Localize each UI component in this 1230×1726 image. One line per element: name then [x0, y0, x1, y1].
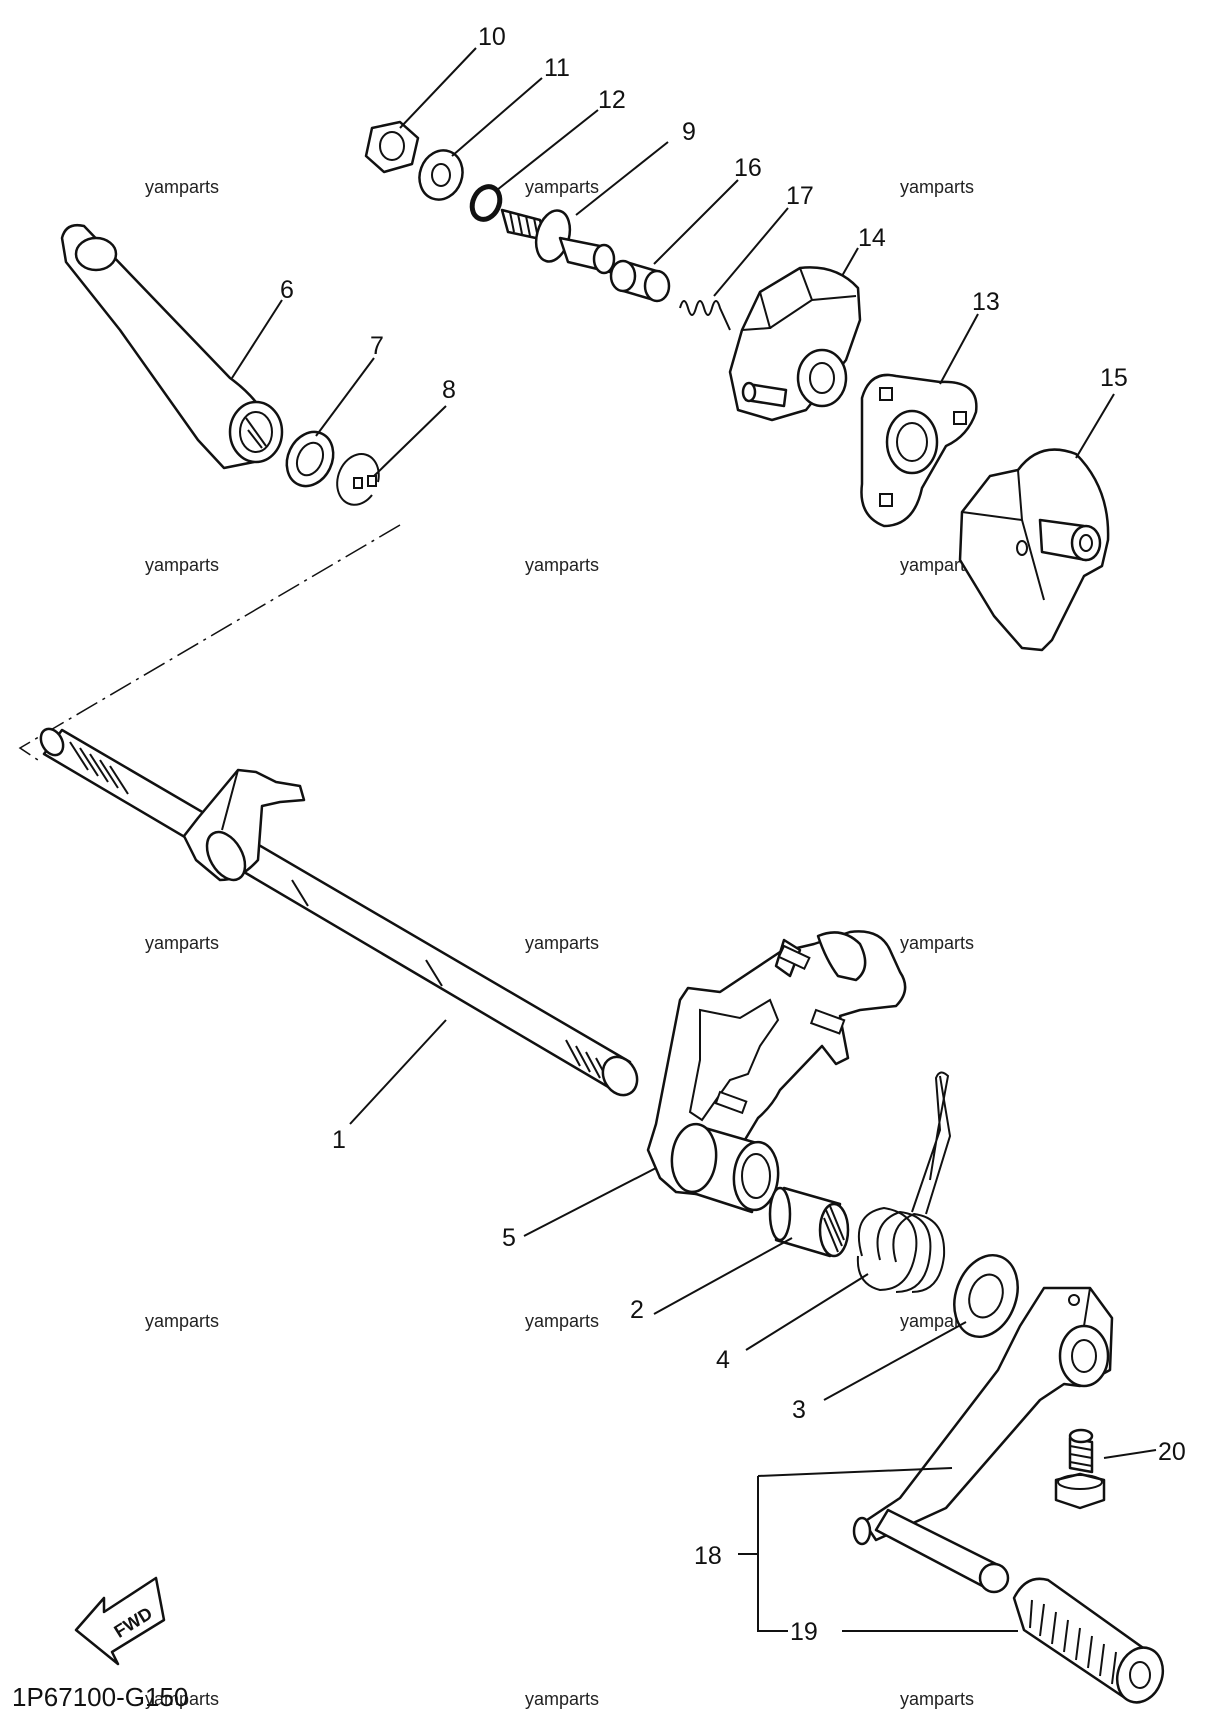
watermark: yamparts	[145, 555, 219, 575]
callout-10: 10	[478, 23, 506, 51]
part-5-shift-lever	[646, 930, 907, 1214]
callout-7: 7	[370, 332, 384, 360]
part-11-washer	[418, 149, 464, 201]
callout-1: 1	[332, 1126, 346, 1154]
callout-18: 18	[694, 1542, 722, 1570]
forward-arrow-icon: FWD	[74, 1576, 166, 1666]
callout-2: 2	[630, 1296, 644, 1324]
callouts: 10 11 12 9 16 17 14 13 15 6 7 8 1 5 2 4 …	[280, 23, 1186, 1646]
watermark: yamparts	[145, 177, 219, 197]
callout-20: 20	[1158, 1438, 1186, 1466]
callout-11: 11	[544, 54, 570, 82]
watermark: yamparts	[145, 933, 219, 953]
callout-13: 13	[972, 288, 1000, 316]
watermark: yamparts	[145, 1689, 219, 1709]
callout-12: 12	[598, 86, 626, 114]
part-4-spring	[856, 1071, 952, 1293]
part-17-spring	[679, 300, 731, 331]
part-7-washer	[285, 430, 335, 488]
watermark: yamparts	[145, 1311, 219, 1331]
watermark: yamparts	[900, 555, 974, 575]
part-18-shift-pedal	[852, 1286, 1114, 1594]
callout-15: 15	[1100, 364, 1128, 392]
diagram-code: 1P67100-G150	[12, 1682, 188, 1712]
part-19-rubber	[1012, 1577, 1165, 1704]
watermark: yamparts	[900, 933, 974, 953]
callout-19: 19	[790, 1618, 818, 1646]
watermark: yamparts	[900, 1689, 974, 1709]
part-1-shift-shaft	[39, 727, 639, 1097]
callout-9: 9	[682, 118, 696, 146]
part-15-segment	[958, 448, 1110, 652]
part-2-bearing	[768, 1186, 850, 1258]
watermark: yamparts	[525, 1311, 599, 1331]
callout-4: 4	[716, 1346, 730, 1374]
callout-14: 14	[858, 224, 886, 252]
callout-17: 17	[786, 182, 814, 210]
part-6-shift-arm	[60, 224, 284, 470]
watermark: yamparts	[525, 933, 599, 953]
leader-lines	[231, 47, 1157, 1632]
callout-8: 8	[442, 376, 456, 404]
part-12-o-ring	[469, 184, 503, 222]
part-3-oil-seal	[953, 1253, 1019, 1339]
watermark: yamparts	[525, 177, 599, 197]
part-8-circlip	[336, 453, 380, 506]
part-20-bolt	[1054, 1428, 1106, 1510]
callout-3: 3	[792, 1396, 806, 1424]
watermark: yamparts	[900, 177, 974, 197]
part-16-collar	[609, 259, 671, 303]
assembly-centerline	[18, 524, 401, 761]
part-10-nut	[364, 120, 420, 174]
watermark: yamparts	[525, 555, 599, 575]
callout-5: 5	[502, 1224, 516, 1252]
part-13-plate	[860, 373, 978, 528]
callout-16: 16	[734, 154, 762, 182]
watermark: yamparts	[525, 1689, 599, 1709]
watermarks: yamparts yamparts yamparts yamparts yamp…	[145, 177, 974, 1709]
callout-6: 6	[280, 276, 294, 304]
part-9-bolt	[500, 208, 616, 275]
part-14-segment	[728, 266, 862, 422]
